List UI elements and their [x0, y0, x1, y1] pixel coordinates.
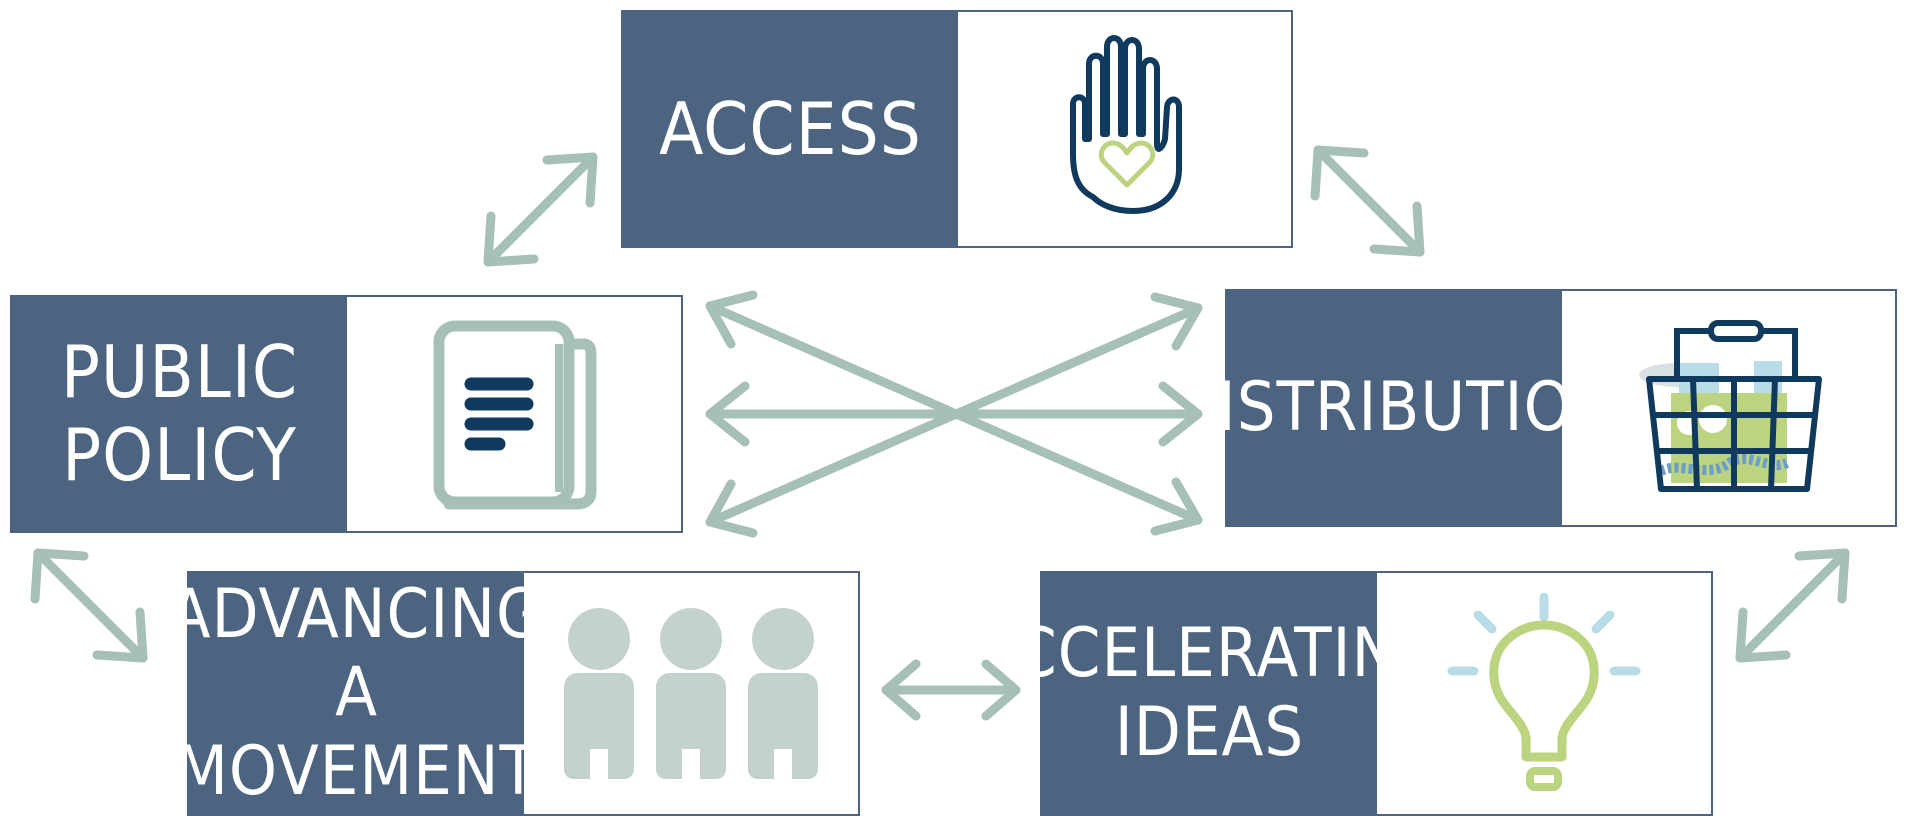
public-policy-label: PUBLIC POLICY — [12, 297, 347, 531]
access-label-line1: ACCESS — [659, 86, 922, 171]
accelerating-ideas-box: ACCELERATING IDEAS — [972, 571, 1713, 816]
arrow-distribution-accelerating — [1735, 548, 1850, 663]
distribution-box: DISTRIBUTION — [1170, 289, 1897, 527]
advancing-movement-box: ADVANCING A MOVEMENT — [169, 571, 860, 816]
access-label: ACCESS — [623, 12, 958, 246]
distribution-icon-cell — [1562, 291, 1895, 525]
arrow-policy-access — [483, 152, 598, 267]
advancing-movement-label-line1: ADVANCING A — [168, 575, 545, 733]
people-group-icon — [564, 607, 818, 779]
public-policy-label-line1: PUBLIC — [60, 330, 299, 415]
document-icon — [433, 320, 597, 510]
grocery-basket-icon — [1638, 320, 1822, 492]
lightbulb-icon — [1447, 592, 1641, 791]
access-icon-cell — [958, 12, 1291, 246]
arrow-advancing-accelerating — [881, 659, 1021, 721]
public-policy-label-line2: POLICY — [62, 413, 297, 497]
accelerating-ideas-label: ACCELERATING IDEAS — [972, 573, 1446, 814]
advancing-movement-label: ADVANCING A MOVEMENT — [169, 573, 543, 814]
accelerating-ideas-label-line2: IDEAS — [1114, 692, 1305, 772]
public-policy-box: PUBLIC POLICY — [10, 295, 683, 533]
hand-heart-icon — [1069, 35, 1182, 214]
arrow-policy-advancing — [30, 548, 148, 663]
access-box: ACCESS — [621, 10, 1293, 248]
distribution-label-line1: DISTRIBUTION — [1169, 367, 1620, 447]
accelerating-ideas-icon-cell — [1377, 573, 1711, 814]
accelerating-ideas-label-line1: ACCELERATING — [972, 614, 1447, 694]
advancing-movement-icon-cell — [524, 573, 858, 814]
public-policy-icon-cell — [347, 297, 681, 531]
arrow-diagonal-2 — [705, 290, 1203, 536]
arrow-access-distribution — [1310, 145, 1425, 257]
advancing-movement-label-line2: MOVEMENT — [175, 731, 538, 811]
distribution-label: DISTRIBUTION — [1170, 291, 1618, 525]
